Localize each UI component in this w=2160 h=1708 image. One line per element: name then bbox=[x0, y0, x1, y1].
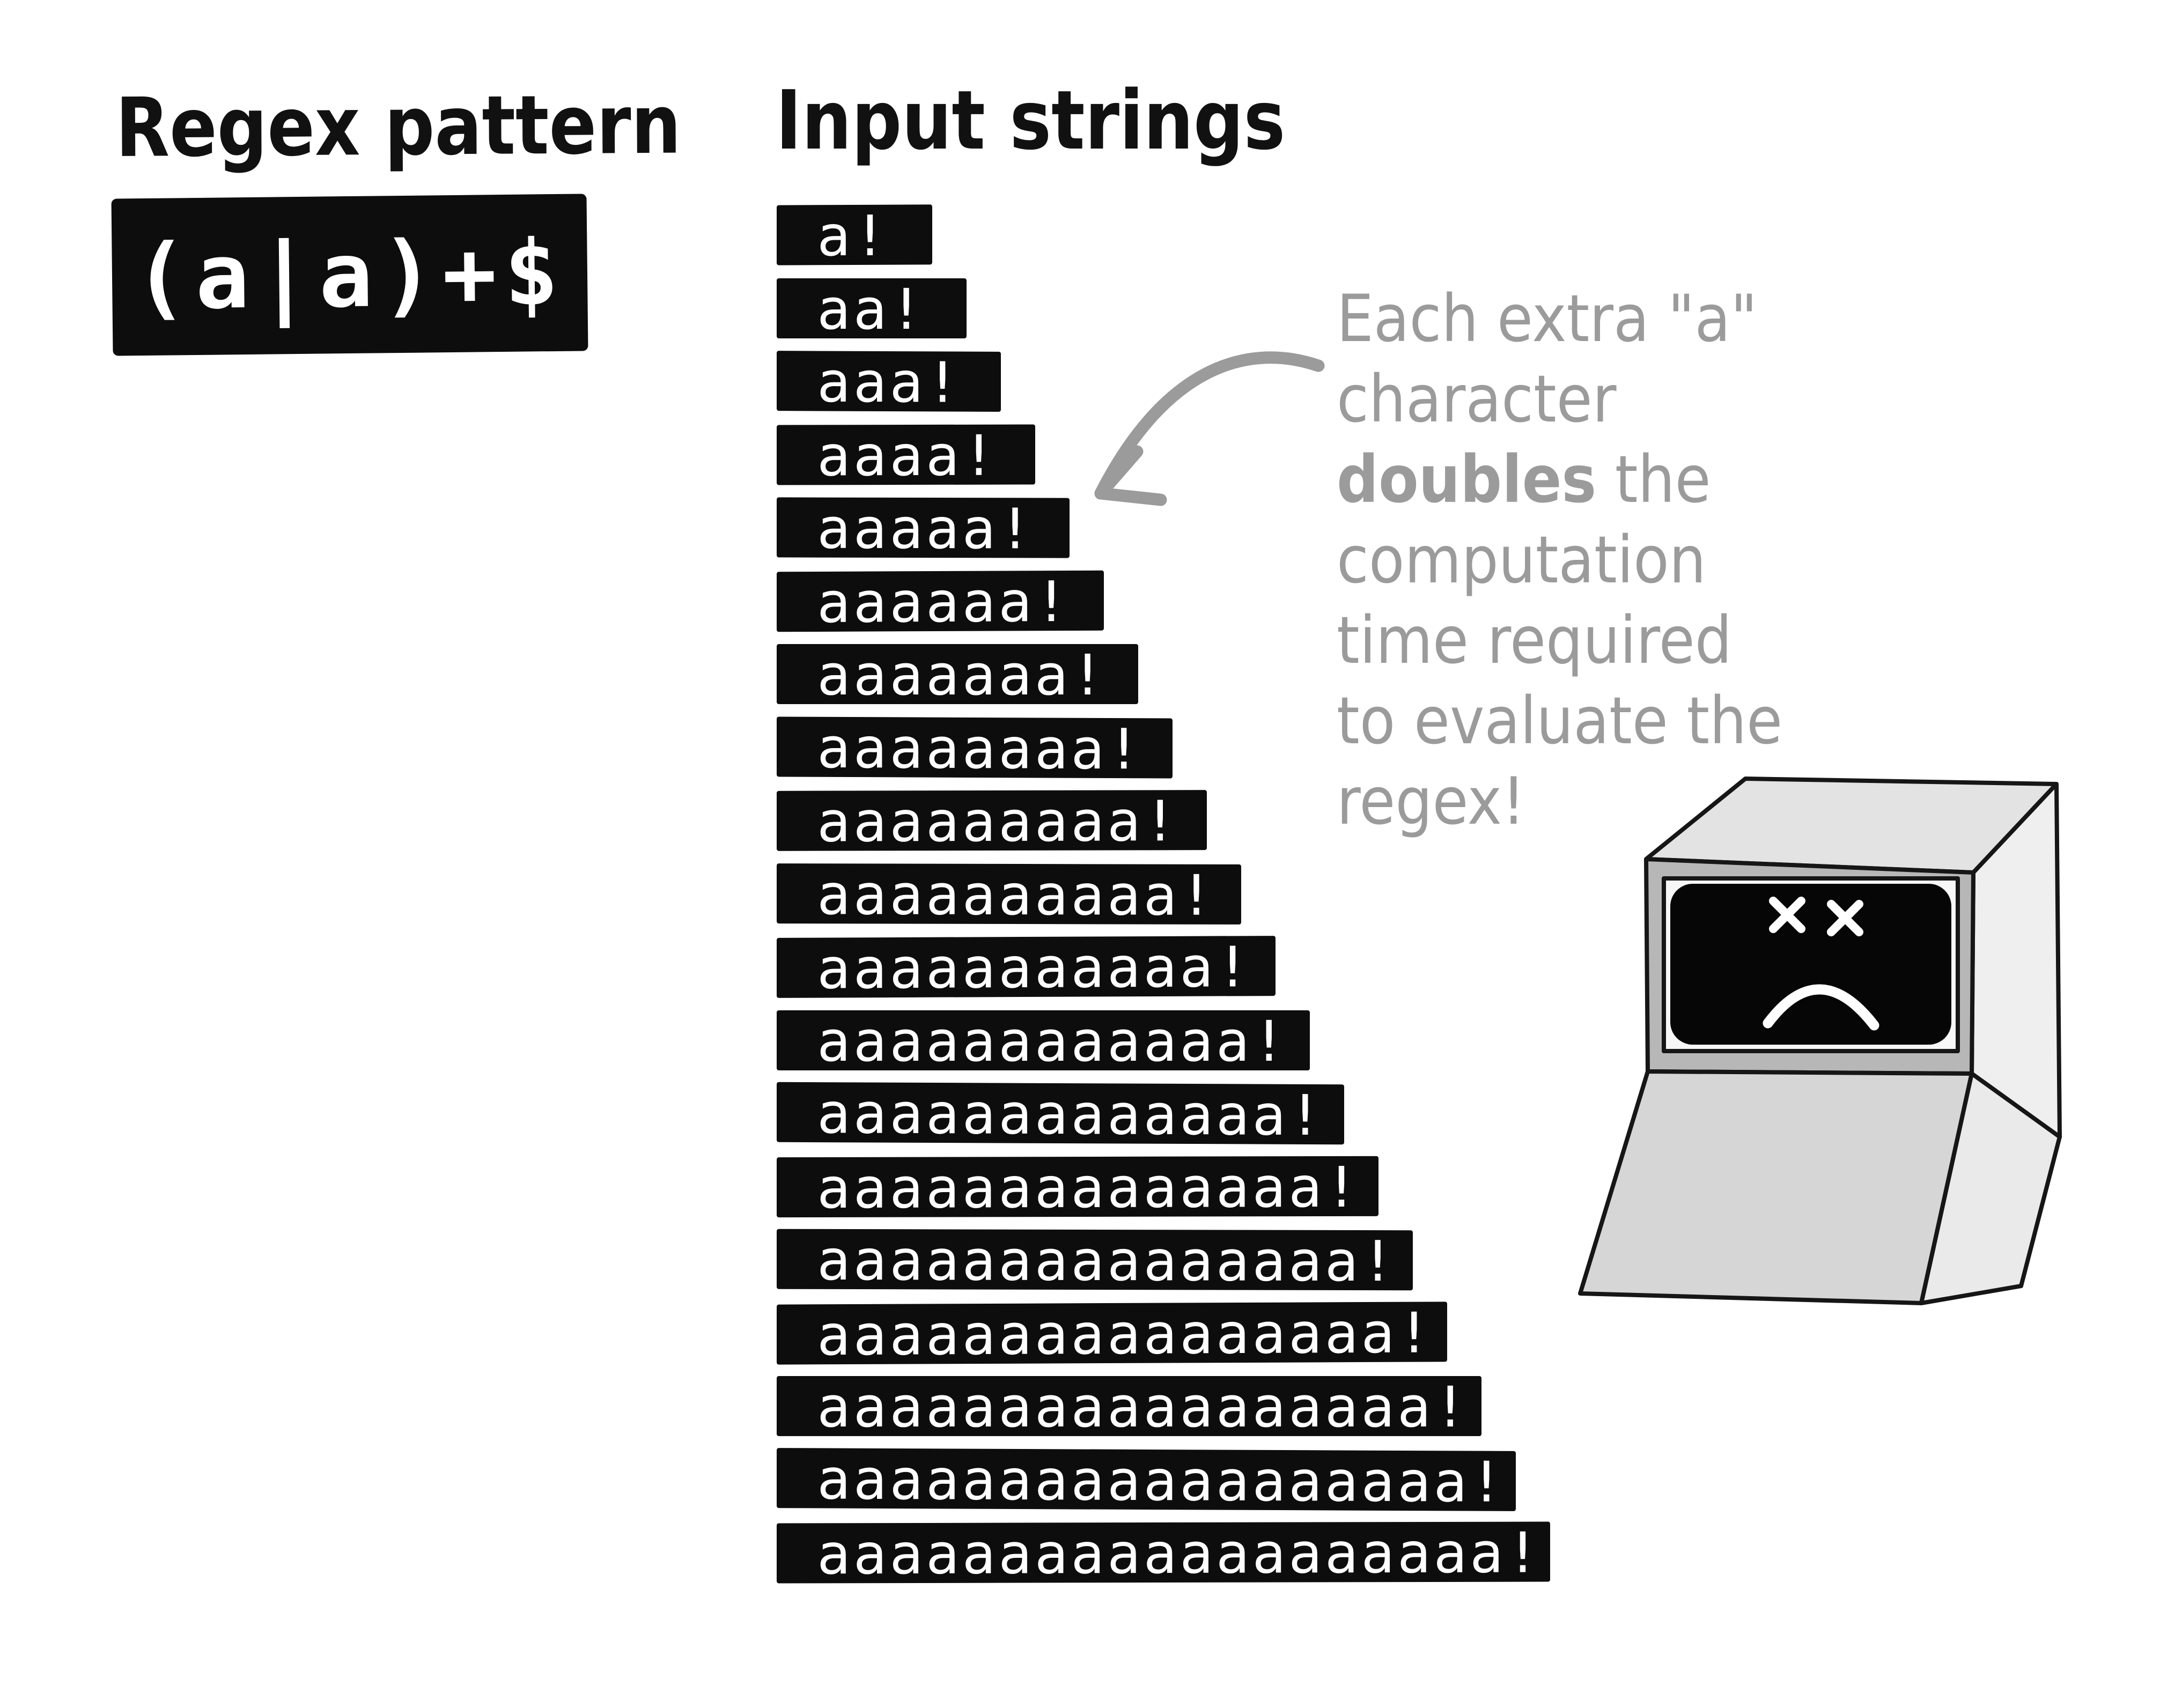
computer-base-front bbox=[1578, 1069, 1974, 1305]
input-string-bar: aa! bbox=[777, 278, 967, 338]
input-string-bar: aaaaaaa! bbox=[777, 644, 1138, 704]
input-string-bar: aaaaaaaaaaaaaaaaa! bbox=[777, 1376, 1481, 1436]
frown-mouth-icon bbox=[1763, 984, 1879, 1031]
sad-face bbox=[1763, 897, 1879, 1031]
annotation-bold-word: doubles bbox=[1337, 442, 1597, 517]
annotation-line-rest: the bbox=[1596, 442, 1711, 517]
input-strings-heading: Input strings bbox=[776, 73, 1286, 168]
sad-computer-icon bbox=[1578, 777, 2062, 1305]
input-string-bar: aaaaaaaaaaaa! bbox=[777, 1010, 1310, 1070]
computer-base-right bbox=[1919, 1071, 2062, 1305]
x-eye-left-icon bbox=[1769, 897, 1805, 933]
computer-screen bbox=[1670, 884, 1951, 1045]
x-eye-right-icon bbox=[1827, 900, 1863, 936]
annotation-line: time required bbox=[1337, 603, 1732, 678]
curved-arrow-icon bbox=[1094, 351, 1325, 506]
annotation-line: computation bbox=[1337, 522, 1706, 598]
annotation-line: character bbox=[1337, 361, 1617, 437]
annotation-text: Each extra "a" character doubles the com… bbox=[1337, 279, 1782, 842]
annotation-line: Each extra "a" bbox=[1337, 281, 1758, 357]
annotation-line: regex! bbox=[1337, 764, 1525, 839]
annotation-line: to evaluate the bbox=[1337, 683, 1783, 759]
annotation-line: doubles the bbox=[1337, 440, 1782, 520]
